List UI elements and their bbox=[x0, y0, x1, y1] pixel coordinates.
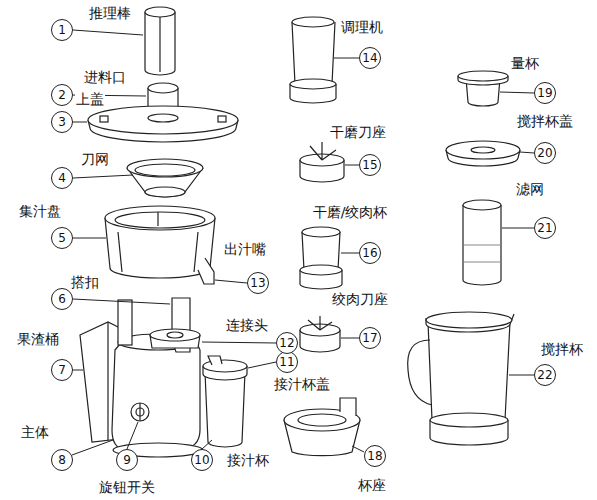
cup-base bbox=[284, 398, 360, 456]
part-name: 刀网 bbox=[80, 152, 110, 167]
callout-number: 8 bbox=[51, 449, 73, 471]
callout-text: 20 bbox=[537, 147, 552, 159]
callout-text: 18 bbox=[367, 450, 382, 462]
callout-number: 15 bbox=[359, 154, 381, 176]
jug-lid bbox=[446, 141, 520, 166]
part-name: 干磨刀座 bbox=[329, 125, 387, 140]
part-name: 果渣桶 bbox=[16, 332, 60, 347]
callout-text: 8 bbox=[58, 454, 66, 466]
callout-number: 14 bbox=[359, 47, 381, 69]
callout-text: 1 bbox=[58, 24, 66, 36]
part-name: 推理棒 bbox=[88, 6, 132, 21]
callout-number: 10 bbox=[191, 449, 213, 471]
callout-number: 13 bbox=[247, 272, 269, 294]
part-name: 量杯 bbox=[510, 56, 540, 71]
part-name: 调理机 bbox=[340, 20, 384, 35]
callout-number: 7 bbox=[51, 359, 73, 381]
part-name: 出汁嘴 bbox=[223, 242, 267, 257]
part-name: 上盖 bbox=[75, 92, 105, 107]
callout-text: 11 bbox=[279, 356, 294, 368]
part-name: 接汁杯盖 bbox=[273, 377, 331, 392]
blender bbox=[290, 17, 336, 103]
callout-text: 2 bbox=[58, 89, 66, 101]
part-name: 干磨/绞肉杯 bbox=[312, 205, 389, 220]
pusher bbox=[145, 7, 175, 75]
callout-text: 4 bbox=[58, 172, 66, 184]
connector bbox=[150, 329, 200, 348]
part-name: 连接头 bbox=[225, 318, 269, 333]
grinding-cup bbox=[300, 227, 342, 289]
blender-jug bbox=[408, 312, 514, 445]
callout-text: 16 bbox=[362, 247, 377, 259]
part-name: 集汁盘 bbox=[18, 204, 62, 219]
part-name: 进料口 bbox=[83, 70, 127, 85]
juice-tray bbox=[105, 206, 215, 284]
part-name: 滤网 bbox=[515, 182, 545, 197]
callout-number: 18 bbox=[364, 445, 386, 467]
part-name: 搭扣 bbox=[70, 275, 100, 290]
part-name: 搅拌杯 bbox=[540, 342, 584, 357]
callout-number: 12 bbox=[276, 332, 298, 354]
part-name: 绞肉刀座 bbox=[331, 292, 389, 307]
juice-cup bbox=[203, 356, 247, 447]
callout-number: 4 bbox=[51, 167, 73, 189]
callout-number: 1 bbox=[51, 19, 73, 41]
part-name: 主体 bbox=[20, 425, 50, 440]
mincing-blade-seat bbox=[300, 316, 340, 352]
callout-number: 2 bbox=[51, 84, 73, 106]
callout-text: 3 bbox=[58, 116, 66, 128]
callout-text: 6 bbox=[58, 293, 66, 305]
callout-text: 17 bbox=[362, 332, 377, 344]
callout-text: 9 bbox=[123, 454, 131, 466]
callout-text: 22 bbox=[537, 369, 552, 381]
callout-number: 3 bbox=[51, 111, 73, 133]
blade-net bbox=[127, 159, 203, 197]
part-name: 杯座 bbox=[357, 478, 387, 493]
callout-text: 14 bbox=[362, 52, 377, 64]
callout-number: 17 bbox=[359, 327, 381, 349]
callout-text: 12 bbox=[279, 337, 294, 349]
callout-text: 15 bbox=[362, 159, 377, 171]
callout-number: 22 bbox=[534, 364, 556, 386]
callout-number: 6 bbox=[51, 288, 73, 310]
callout-number: 5 bbox=[51, 227, 73, 249]
part-name: 搅拌杯盖 bbox=[516, 114, 574, 129]
callout-text: 13 bbox=[250, 277, 265, 289]
part-name: 接汁杯 bbox=[226, 453, 270, 468]
part-name: 旋钮开关 bbox=[98, 480, 156, 495]
measuring-cup bbox=[458, 71, 508, 106]
callout-number: 16 bbox=[359, 242, 381, 264]
callout-text: 10 bbox=[194, 454, 209, 466]
callout-text: 5 bbox=[58, 232, 66, 244]
callout-number: 20 bbox=[534, 142, 556, 164]
dry-blade-seat bbox=[300, 142, 344, 182]
callout-number: 19 bbox=[534, 82, 556, 104]
filter bbox=[463, 200, 501, 285]
callout-text: 19 bbox=[537, 87, 552, 99]
lid bbox=[88, 106, 238, 142]
leader-lines bbox=[72, 30, 534, 455]
callout-text: 21 bbox=[537, 222, 552, 234]
callout-number: 11 bbox=[276, 351, 298, 373]
callout-number: 21 bbox=[534, 217, 556, 239]
callout-text: 7 bbox=[58, 364, 66, 376]
callout-number: 9 bbox=[116, 449, 138, 471]
